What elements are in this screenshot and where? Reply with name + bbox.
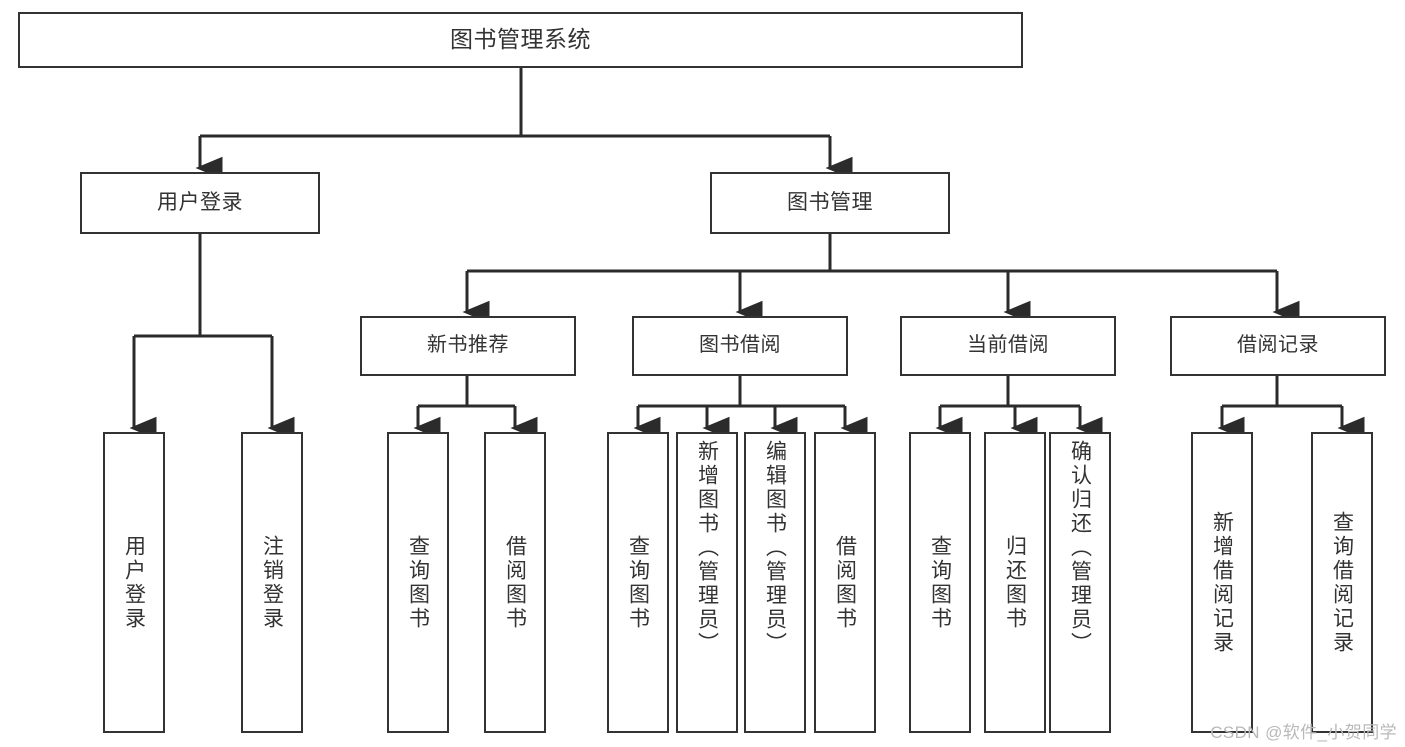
node-borrow-records[interactable]: 借阅记录	[1170, 316, 1386, 376]
node-label: 图书管理系统	[450, 26, 591, 53]
node-book-management[interactable]: 图书管理	[710, 172, 950, 234]
node-new-book-recommend[interactable]: 新书推荐	[360, 316, 576, 376]
leaf-records-query-record[interactable]: 查询借阅记录	[1311, 432, 1373, 733]
leaf-current-confirm-return-admin[interactable]: 确认归还（管理员）	[1049, 432, 1111, 733]
node-label: 新增借阅记录	[1210, 510, 1234, 655]
leaf-current-return-books[interactable]: 归还图书	[984, 432, 1046, 733]
node-label: 图书借阅	[699, 334, 781, 357]
leaf-borrow-borrow-books[interactable]: 借阅图书	[814, 432, 876, 733]
node-label: 查询图书	[626, 534, 650, 631]
node-label: 查询图书	[406, 534, 430, 631]
node-label: 确认归还（管理员）	[1068, 440, 1092, 656]
node-label: 用户登录	[157, 190, 243, 214]
leaf-current-query-books[interactable]: 查询图书	[909, 432, 971, 733]
node-label: 查询图书	[928, 534, 952, 631]
leaf-records-add-record[interactable]: 新增借阅记录	[1191, 432, 1253, 733]
node-label: 编辑图书（管理员）	[763, 440, 787, 656]
node-label: 查询借阅记录	[1330, 510, 1354, 655]
node-user-login[interactable]: 用户登录	[80, 172, 320, 234]
node-current-borrow[interactable]: 当前借阅	[900, 316, 1116, 376]
node-label: 注销登录	[260, 534, 284, 631]
node-label: 新书推荐	[427, 334, 509, 357]
node-label: 用户登录	[122, 534, 146, 631]
node-label: 借阅图书	[833, 534, 857, 631]
leaf-user-login-logout[interactable]: 注销登录	[241, 432, 303, 733]
leaf-borrow-add-book-admin[interactable]: 新增图书（管理员）	[676, 432, 738, 733]
node-book-borrow[interactable]: 图书借阅	[632, 316, 848, 376]
node-root-book-management-system[interactable]: 图书管理系统	[18, 12, 1023, 68]
leaf-user-login-login[interactable]: 用户登录	[103, 432, 165, 733]
node-label: 新增图书（管理员）	[695, 440, 719, 656]
node-label: 图书管理	[787, 190, 873, 214]
node-label: 归还图书	[1003, 534, 1027, 631]
node-label: 借阅记录	[1237, 334, 1319, 357]
leaf-borrow-edit-book-admin[interactable]: 编辑图书（管理员）	[744, 432, 806, 733]
leaf-borrow-query-books[interactable]: 查询图书	[607, 432, 669, 733]
csdn-watermark: CSDN @软件_小贺同学	[1210, 723, 1397, 742]
node-label: 当前借阅	[967, 334, 1049, 357]
leaf-new-book-query-books[interactable]: 查询图书	[387, 432, 449, 733]
leaf-new-book-borrow-books[interactable]: 借阅图书	[484, 432, 546, 733]
node-label: 借阅图书	[503, 534, 527, 631]
